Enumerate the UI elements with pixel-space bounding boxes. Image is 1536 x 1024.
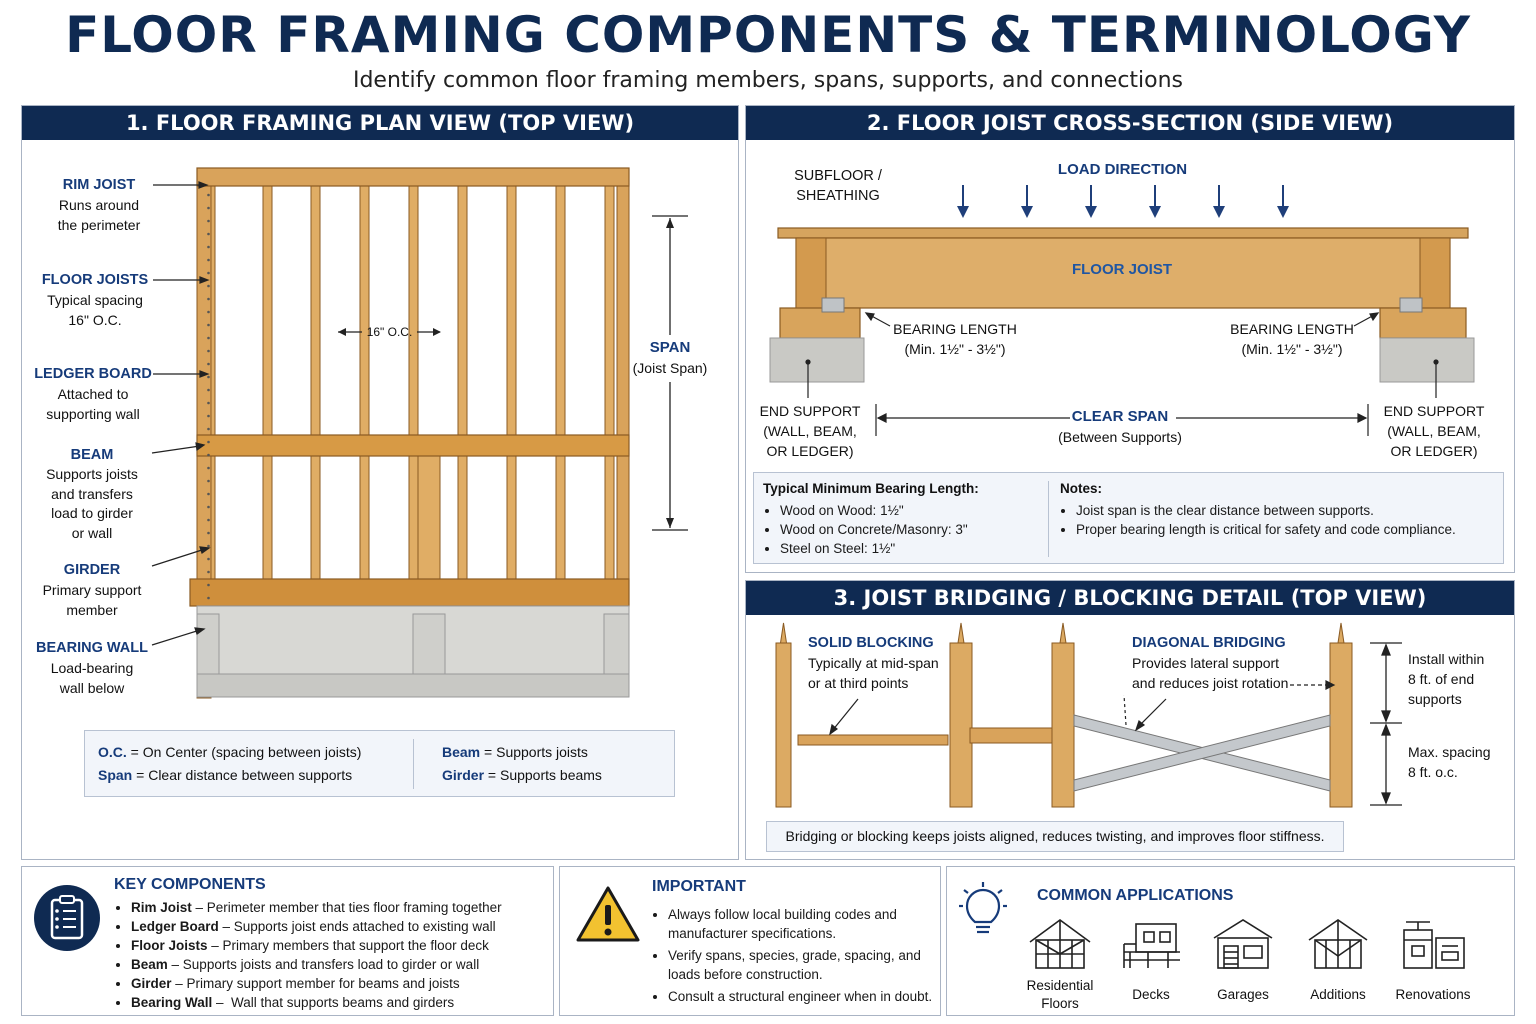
spacing-label: 16" O.C. <box>366 325 413 339</box>
floor-joist <box>408 174 419 616</box>
bearing-list: Wood on Wood: 1½" Wood on Concrete/Mason… <box>762 501 1060 558</box>
rim-joist-label: RIM JOIST Runs around the perimeter <box>57 177 141 233</box>
app-decks: Decks <box>1115 916 1187 1004</box>
beam-member <box>196 434 630 457</box>
bridging-drawing <box>775 622 1402 808</box>
plan-legend: O.C. = On Center (spacing between joists… <box>84 730 675 797</box>
notes-title: Notes: <box>1060 481 1103 496</box>
end-support-left-label: END SUPPORT (WALL, BEAM, OR LEDGER) <box>759 403 861 459</box>
girder-label: GIRDER Primary support member <box>42 562 142 618</box>
important-title: IMPORTANT <box>652 878 746 895</box>
floor-joists-label: FLOOR JOISTS Typical spacing 16" O.C. <box>41 272 149 328</box>
bridging-joist <box>1051 642 1075 808</box>
applications-panel <box>946 866 1515 1016</box>
end-support-right-label: END SUPPORT (WALL, BEAM, OR LEDGER) <box>1383 403 1485 459</box>
end-support-right <box>1379 337 1475 383</box>
rim-joist-right <box>616 167 630 607</box>
max-spacing-label: Max. spacing 8 ft. o.c. <box>1408 744 1491 780</box>
span-desc: (Joist Span) <box>632 360 708 376</box>
floor-joist <box>555 174 566 616</box>
subfloor-label: SUBFLOOR / SHEATHING <box>794 168 882 204</box>
legend-beam: Beam = Supports joists <box>442 744 588 760</box>
bridging-joist <box>1329 642 1353 808</box>
install-within-label: Install within 8 ft. of end supports <box>1408 651 1485 707</box>
app-additions: Additions <box>1300 916 1376 1004</box>
key-components-list: Rim Joist – Perimeter member that ties f… <box>113 898 561 1012</box>
bridging-footer: Bridging or blocking keeps joists aligne… <box>766 821 1344 852</box>
deck-icon <box>1123 923 1180 968</box>
bearing-box-title: Typical Minimum Bearing Length: <box>763 481 979 496</box>
bridging-heading: 3. JOIST BRIDGING / BLOCKING DETAIL (TOP… <box>746 581 1514 615</box>
page-title: FLOOR FRAMING COMPONENTS & TERMINOLOGY <box>65 6 1471 64</box>
cross-section-drawing <box>769 185 1475 436</box>
floor-joist <box>417 455 441 581</box>
applications-title: COMMON APPLICATIONS <box>1037 887 1234 904</box>
rim-joist-top <box>196 167 630 187</box>
clear-span-label: CLEAR SPAN (Between Supports) <box>1058 408 1182 445</box>
legend-oc: O.C. = On Center (spacing between joists… <box>98 744 362 760</box>
bearing-length-right: BEARING LENGTH (Min. 1½" - 3½") <box>1230 321 1354 357</box>
bridging-joist <box>775 642 792 808</box>
bearing-length-left: BEARING LENGTH (Min. 1½" - 3½") <box>893 321 1017 357</box>
addition-icon <box>1308 919 1368 969</box>
key-components-title: KEY COMPONENTS <box>114 876 266 893</box>
legend-girder: Girder = Supports beams <box>442 767 602 783</box>
diagonal-bridging <box>1073 714 1331 792</box>
notes-list: Joist span is the clear distance between… <box>1058 501 1516 539</box>
floor-joist-label: FLOOR JOIST <box>1071 261 1172 278</box>
span-title: SPAN <box>649 339 691 356</box>
plan-view-heading: 1. FLOOR FRAMING PLAN VIEW (TOP VIEW) <box>22 106 738 140</box>
floor-joist <box>359 174 370 616</box>
bearing-wall-label: BEARING WALL Load-bearing wall below <box>36 640 148 696</box>
solid-blocking <box>797 734 949 746</box>
clipboard-icon <box>34 885 100 951</box>
house-frame-icon <box>1029 919 1091 969</box>
warning-icon <box>576 886 640 942</box>
floor-joist <box>506 174 517 616</box>
renovation-icon <box>1403 921 1465 969</box>
app-garages: Garages <box>1207 916 1279 1004</box>
floor-joist-member <box>795 237 1451 309</box>
key-components-panel <box>21 866 554 1016</box>
important-list: Always follow local building codes and m… <box>650 905 948 1006</box>
lightbulb-icon <box>959 882 1007 934</box>
span-label: SPAN (Joist Span) <box>620 338 720 378</box>
legend-span: Span = Clear distance between supports <box>98 767 353 783</box>
diagonal-bridging-label: DIAGONAL BRIDGING Provides lateral suppo… <box>1132 635 1289 691</box>
end-support-left <box>769 337 865 383</box>
floor-joist <box>262 174 273 616</box>
app-residential: Residential Floors <box>1022 916 1098 1013</box>
bridging-joist <box>949 642 973 808</box>
bearing-notes-box: Typical Minimum Bearing Length: Wood on … <box>753 472 1504 564</box>
load-direction-label: LOAD DIRECTION <box>1057 161 1188 178</box>
subfloor-sheathing <box>777 227 1469 239</box>
girder-member <box>189 578 630 607</box>
floor-joist <box>457 174 468 616</box>
beam-label: BEAM Supports joists and transfers load … <box>46 447 138 541</box>
floor-joist <box>310 174 321 616</box>
solid-blocking-label: SOLID BLOCKING Typically at mid-span or … <box>808 635 939 691</box>
ledger-board-label: LEDGER BOARD Attached to supporting wall <box>34 366 152 422</box>
floor-joist <box>604 174 615 616</box>
garage-icon <box>1213 919 1273 969</box>
app-renovations: Renovations <box>1390 916 1476 1004</box>
page-subtitle: Identify common floor framing members, s… <box>352 68 1184 93</box>
plan-view-drawing <box>151 167 688 699</box>
cross-section-heading: 2. FLOOR JOIST CROSS-SECTION (SIDE VIEW) <box>746 106 1514 140</box>
